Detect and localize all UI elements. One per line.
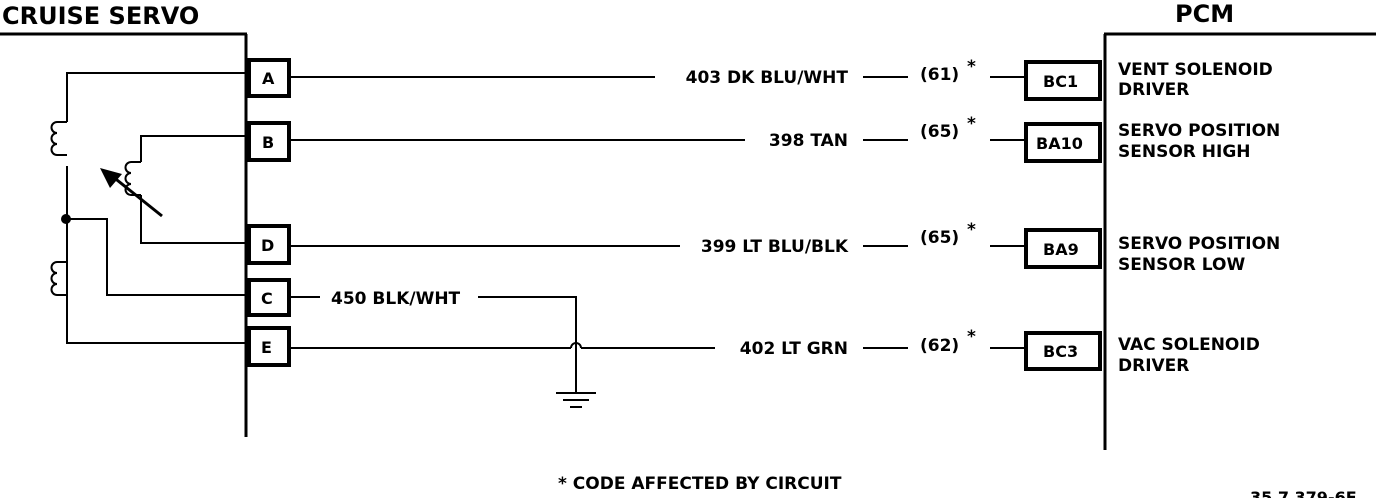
solenoid-coil-icon	[50, 261, 67, 296]
svg-text:403 DK BLU/WHT: 403 DK BLU/WHT	[686, 68, 849, 88]
ground-icon	[556, 392, 596, 408]
solenoid-coil-icon	[50, 121, 67, 156]
svg-text:(65): (65)	[920, 228, 959, 248]
svg-text:(62): (62)	[920, 336, 959, 356]
variable-arrow-icon	[111, 174, 163, 218]
svg-text:(61): (61)	[920, 65, 959, 85]
svg-text:*: *	[967, 327, 976, 347]
footnote: * CODE AFFECTED BY CIRCUIT	[558, 474, 842, 494]
svg-text:BA9: BA9	[1043, 240, 1079, 259]
svg-text:*: *	[967, 220, 976, 240]
svg-text:DRIVER: DRIVER	[1118, 356, 1189, 376]
circuit-row-D: 399 LT BLU/BLK (65) * BA9 SERVO POSITION…	[289, 220, 1280, 275]
circuit-row-B: 398 TAN (65) * BA10 SERVO POSITION SENSO…	[289, 114, 1280, 163]
pcm-title: PCM	[1175, 0, 1234, 28]
svg-text:(65): (65)	[920, 122, 959, 142]
circuit-row-A: 403 DK BLU/WHT (61) * BC1 VENT SOLENOID …	[289, 57, 1273, 101]
svg-text:SENSOR HIGH: SENSOR HIGH	[1118, 142, 1251, 162]
servo-pin-A: A	[247, 58, 291, 98]
servo-pin-D: D	[247, 224, 291, 265]
svg-text:B: B	[262, 133, 274, 152]
servo-pin-C: C	[247, 278, 291, 317]
svg-text:*: *	[967, 57, 976, 77]
svg-text:SERVO POSITION: SERVO POSITION	[1118, 121, 1280, 141]
svg-text:E: E	[261, 338, 272, 357]
svg-text:402 LT GRN: 402 LT GRN	[740, 339, 848, 359]
position-sensor-coil-icon	[124, 161, 141, 196]
svg-text:D: D	[261, 236, 274, 255]
svg-text:399 LT BLU/BLK: 399 LT BLU/BLK	[701, 237, 849, 257]
svg-text:DRIVER: DRIVER	[1118, 80, 1189, 100]
circuit-row-E: 402 LT GRN (62) * BC3 VAC SOLENOID DRIVE…	[289, 327, 1260, 376]
cruise-servo-title: CRUISE SERVO	[2, 2, 199, 30]
figure-id: 35 7 379-6E	[1250, 488, 1357, 498]
svg-text:398 TAN: 398 TAN	[769, 131, 848, 151]
svg-text:450 BLK/WHT: 450 BLK/WHT	[331, 289, 461, 309]
svg-text:BC1: BC1	[1043, 72, 1078, 91]
svg-text:A: A	[262, 69, 275, 88]
ground-circuit-C: 450 BLK/WHT	[289, 289, 596, 408]
svg-text:BA10: BA10	[1036, 134, 1083, 153]
svg-text:BC3: BC3	[1043, 342, 1078, 361]
servo-internal-circuit	[50, 72, 246, 344]
svg-text:SERVO POSITION: SERVO POSITION	[1118, 234, 1280, 254]
svg-text:C: C	[261, 289, 273, 308]
svg-text:VAC SOLENOID: VAC SOLENOID	[1118, 335, 1260, 355]
svg-text:*: *	[967, 114, 976, 134]
svg-text:VENT SOLENOID: VENT SOLENOID	[1118, 60, 1273, 80]
svg-text:SENSOR LOW: SENSOR LOW	[1118, 255, 1245, 275]
servo-pin-B: B	[247, 121, 291, 162]
servo-pin-E: E	[247, 326, 291, 367]
